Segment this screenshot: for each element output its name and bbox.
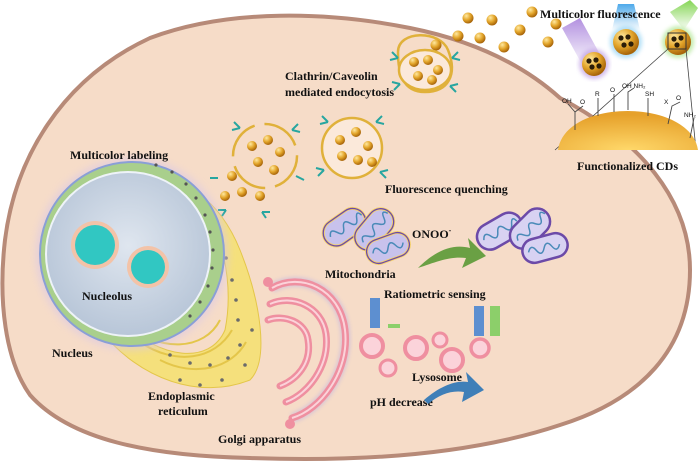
label-er-line2: reticulum [158,404,208,418]
chem-x: X [664,99,669,106]
label-fluorescence-quenching: Fluorescence quenching [385,182,508,196]
label-ratiometric-sensing: Ratiometric sensing [384,287,486,301]
label-nucleolus: Nucleolus [82,289,132,303]
bar-green-before [388,324,400,328]
cd-cluster-green [662,26,694,58]
zoom-line-right [685,48,697,151]
quenching-arrow [418,238,486,268]
golgi-apparatus [263,277,351,429]
nucleolus-left [71,221,119,269]
vesicle-membrane-bound [389,48,461,93]
cd-cluster-purple [579,49,609,79]
chem-o-3: O [676,95,681,102]
label-nucleus: Nucleus [52,346,93,360]
label-onoo: ONOO- [412,226,452,241]
chem-sh: SH [645,91,654,98]
label-mitochondria: Mitochondria [325,267,396,281]
chem-oh-left: OH [562,98,572,105]
chem-o-1: O [580,99,585,106]
chem-r: R [595,91,600,98]
bar-green-after [490,306,500,336]
multicolor-fluorescence-group [554,0,698,151]
label-endocytosis-line1: Clathrin/Caveolin [285,69,378,83]
ratiometric-bars-after [474,306,500,336]
cd-cluster-blue [610,26,642,58]
nucleus [36,158,228,350]
vesicle-left [210,121,305,219]
mitochondria-group-before [321,206,411,265]
label-endocytosis-line2: mediated endocytosis [285,85,394,99]
label-functionalized-cds: Functionalized CDs [577,159,678,173]
bar-blue-before [370,298,380,328]
functionalized-cd-dome: OH O R O OH NH₂ SH X O NH₂ [558,83,698,150]
chem-oh-nh2: OH NH₂ [622,83,646,90]
label-multicolor-fluorescence: Multicolor fluorescence [540,7,661,21]
label-lysosome: Lysosome [412,370,463,384]
label-multicolor-labeling: Multicolor labeling [70,148,168,162]
label-golgi: Golgi apparatus [218,432,301,446]
nucleolus-right [127,246,169,288]
label-ph-decrease: pH decrease [370,395,433,409]
chem-nh2: NH₂ [684,112,696,119]
chem-o-2: O [610,87,615,94]
ratiometric-bars-before [370,298,400,328]
extracellular-carbon-dots [430,6,562,53]
vesicle-middle [315,115,389,180]
ph-decrease-arrow [424,372,484,404]
label-er-line1: Endoplasmic [148,389,215,403]
bar-blue-after [474,306,484,336]
mitochondria-group-after [475,207,569,265]
lysosomes [359,331,491,378]
